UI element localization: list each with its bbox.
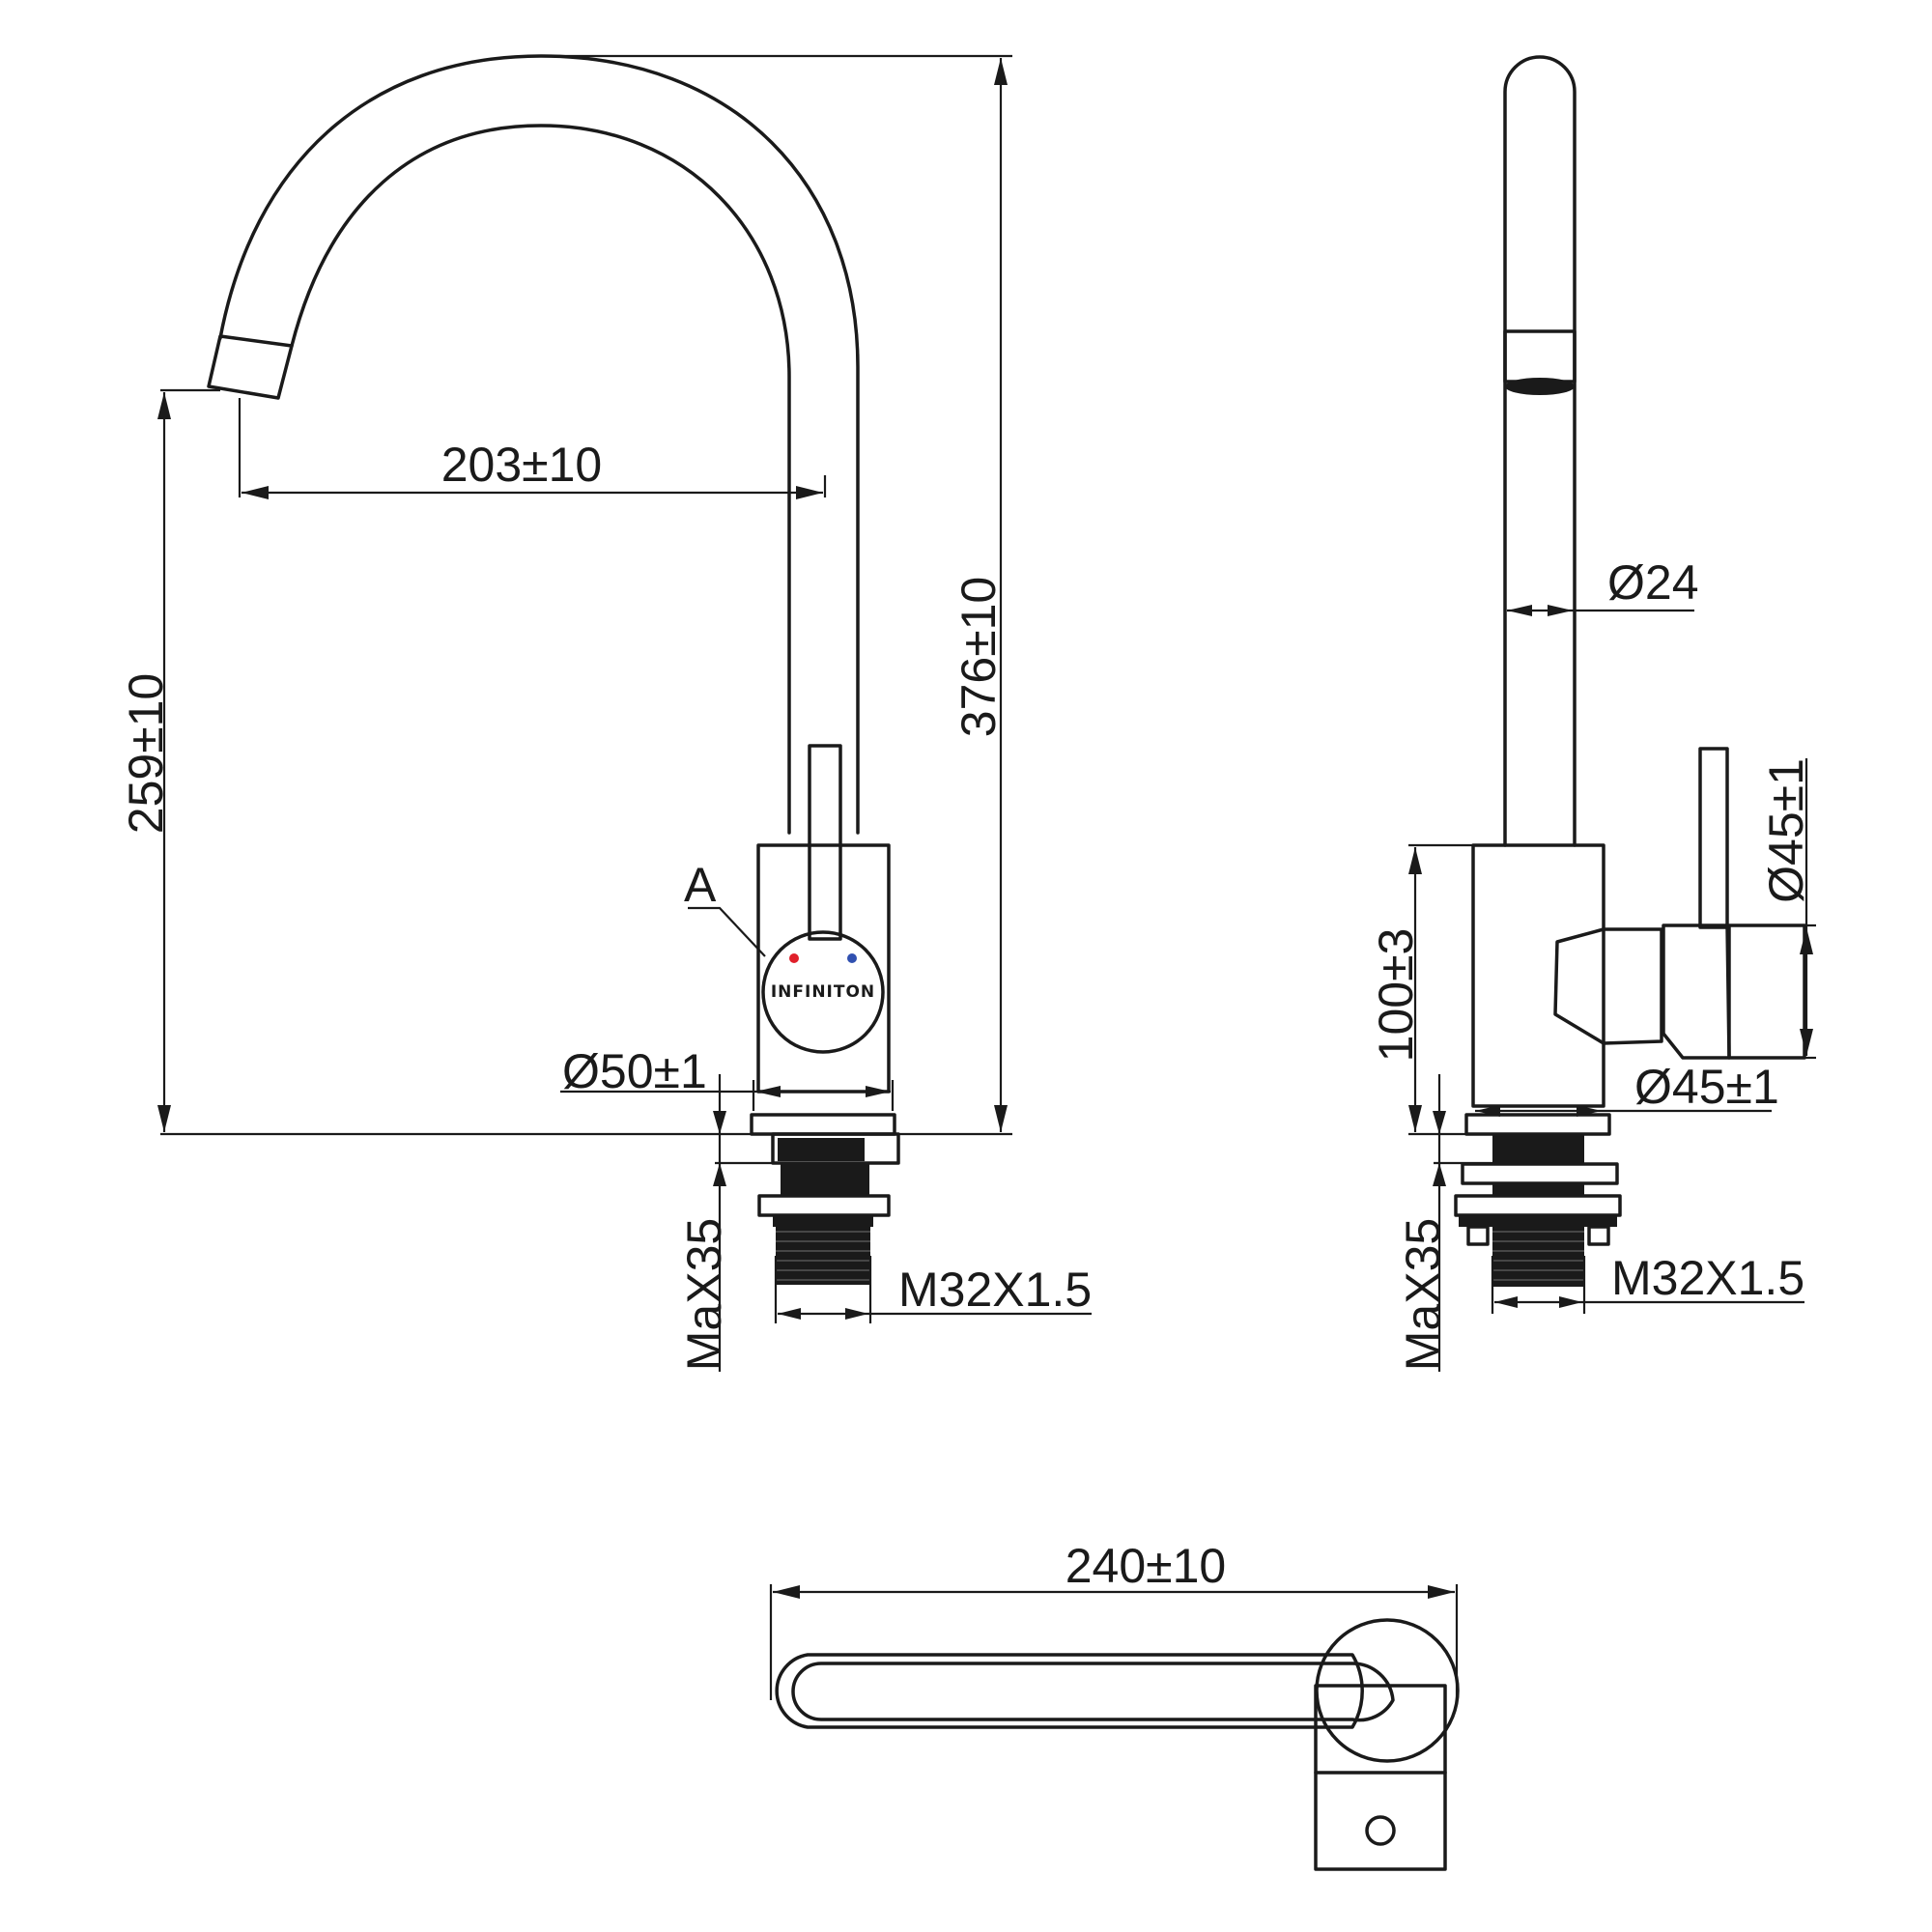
side-spout	[1503, 55, 1577, 847]
body-height-label: 100±3	[1369, 928, 1423, 1063]
body-height-arrow-top	[1408, 847, 1422, 874]
handle-dia-arrow-top	[1800, 927, 1813, 954]
spout-dia-arrow-right	[1548, 605, 1573, 616]
side-max-deck-arrow-bottom	[1433, 1163, 1446, 1186]
side-max-deck-arrow-top	[1433, 1111, 1446, 1134]
side-max-deck-label: MaX35	[1396, 1218, 1450, 1371]
top-spout-inner	[791, 1662, 1395, 1722]
side-thread-arrow-right	[1559, 1296, 1582, 1308]
side-base-dia-arrow-left	[1475, 1105, 1500, 1117]
total-height-label: 376±10	[952, 577, 1006, 737]
front-body	[756, 843, 891, 1094]
side-handle-cap	[1662, 923, 1731, 1060]
reach-arrow-left	[242, 486, 269, 499]
side-aerator-outlet	[1505, 378, 1575, 395]
top-set-screw	[1365, 1815, 1396, 1846]
front-base-plate	[750, 1113, 896, 1136]
side-nut-plate-top	[1461, 1162, 1619, 1185]
side-nut-plate	[1454, 1194, 1622, 1217]
max-deck-arrow-top	[713, 1111, 726, 1134]
spout-length-arrow-left	[773, 1585, 800, 1599]
spout-dia-arrow-left	[1507, 605, 1532, 616]
front-nut	[773, 1215, 873, 1227]
reach-arrow-right	[796, 486, 823, 499]
handle-dia-arrow-bottom	[1800, 1029, 1813, 1056]
side-thread-shank	[1492, 1227, 1584, 1287]
base-dia-label: Ø50±1	[562, 1044, 707, 1098]
side-body	[1471, 843, 1605, 1108]
spout-length-arrow-right	[1428, 1585, 1455, 1599]
side-base-dia-arrow-right	[1577, 1105, 1602, 1117]
side-bolt-left	[1466, 1225, 1490, 1246]
hot-indicator-dot	[789, 953, 799, 963]
handle-dia-label: Ø45±1	[1759, 758, 1813, 903]
top-body-block	[1314, 1684, 1447, 1871]
spout-height-arrow-top	[157, 392, 171, 419]
top-view: 240±10	[769, 1539, 1460, 1871]
side-shank-upper	[1492, 1134, 1584, 1163]
front-lever	[808, 744, 842, 941]
callout-leader	[688, 906, 766, 957]
front-aerator	[207, 334, 294, 400]
body-height-arrow-bottom	[1408, 1105, 1422, 1132]
side-base-dia-label: Ø45±1	[1634, 1060, 1779, 1114]
base-dia-arrow-left	[755, 1086, 781, 1097]
side-lever	[1698, 747, 1729, 929]
front-nut-plate	[757, 1194, 891, 1217]
front-shank-upper	[778, 1138, 865, 1161]
side-handle-block	[1602, 927, 1663, 1045]
spout-height-label: 259±10	[119, 673, 173, 834]
side-handle-end	[1727, 923, 1806, 1060]
front-dial	[761, 930, 885, 1054]
top-spout-outer	[775, 1653, 1364, 1729]
side-cartridge	[1553, 927, 1605, 1045]
spout-dia-label: Ø24	[1607, 555, 1699, 610]
thread-arrow-right	[845, 1308, 868, 1320]
side-shank-mid	[1492, 1183, 1584, 1196]
front-spout-inner	[290, 124, 791, 835]
height-arrow-top	[994, 58, 1008, 85]
brand-logo: INFINITON	[771, 982, 875, 1002]
side-base-plate	[1464, 1113, 1611, 1136]
height-arrow-bottom	[994, 1105, 1008, 1132]
max-deck-label: MaX35	[677, 1218, 731, 1371]
side-nut	[1459, 1215, 1617, 1227]
front-thread-shank	[776, 1227, 870, 1285]
base-dia-arrow-right	[866, 1086, 891, 1097]
side-view: Ø24 Ø45±1 100±3 Ø45±1 MaX35 M32X1.5	[1369, 55, 1816, 1372]
side-thread-label: M32X1.5	[1611, 1251, 1804, 1305]
thread-arrow-left	[778, 1308, 801, 1320]
front-view: INFINITON A 203±10 376±10 259±10	[119, 54, 1092, 1372]
reach-dim-label: 203±10	[441, 438, 602, 492]
spout-height-arrow-bottom	[157, 1105, 171, 1132]
side-aerator	[1503, 329, 1577, 384]
side-bolt-right	[1587, 1225, 1610, 1246]
side-thread-arrow-left	[1494, 1296, 1518, 1308]
top-body-round-outer	[1315, 1618, 1460, 1763]
spout-length-label: 240±10	[1065, 1539, 1226, 1593]
front-shank-mid	[781, 1163, 869, 1196]
max-deck-arrow-bottom	[713, 1163, 726, 1186]
callout-label: A	[684, 858, 717, 912]
cold-indicator-dot	[847, 953, 857, 963]
thread-label: M32X1.5	[898, 1263, 1092, 1317]
